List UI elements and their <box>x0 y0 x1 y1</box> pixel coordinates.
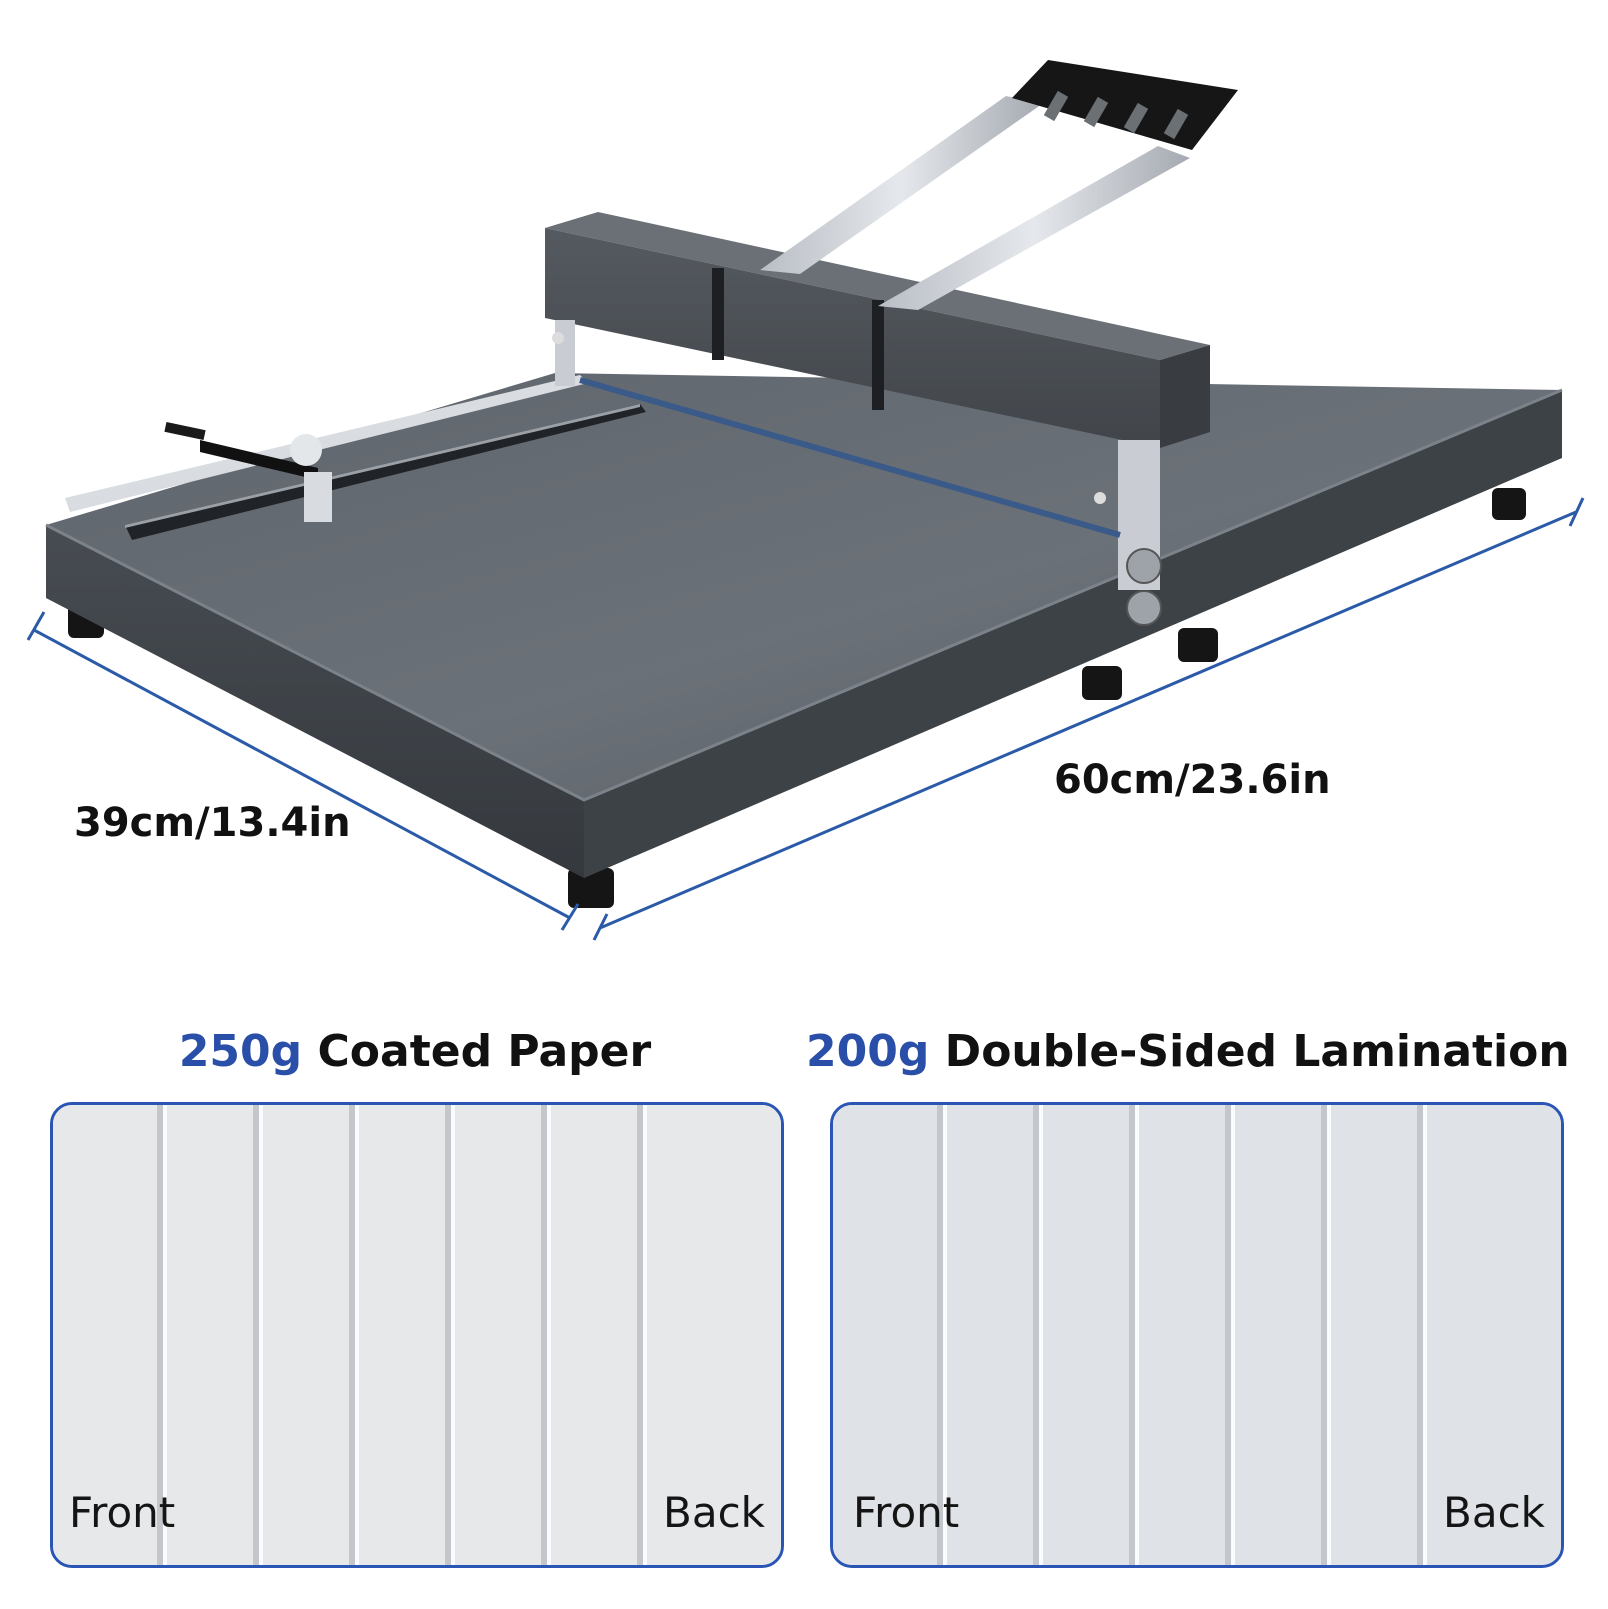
sample-material: Coated Paper <box>317 1026 652 1077</box>
back-label: Back <box>663 1488 765 1537</box>
creased-paper-photo <box>53 1105 781 1565</box>
crease-shadow <box>445 1105 451 1565</box>
crease-line <box>1231 1105 1235 1565</box>
sample-title-2: 200g Double-Sided Lamination <box>806 1022 1570 1082</box>
crease-shadow <box>541 1105 547 1565</box>
creased-laminated-photo <box>833 1105 1561 1565</box>
crease-line <box>943 1105 947 1565</box>
crease-shadow <box>1417 1105 1423 1565</box>
sample-title-1: 250g Coated Paper <box>48 1022 782 1082</box>
side-stop <box>164 421 332 522</box>
machine-base <box>45 373 1563 878</box>
depth-dimension-line <box>26 611 580 931</box>
sample-weight: 200g <box>806 1026 930 1077</box>
depth-dimension-label: 39cm/13.4in <box>74 800 351 846</box>
crease-line <box>1423 1105 1427 1565</box>
front-label: Front <box>853 1488 960 1537</box>
crease-line <box>547 1105 551 1565</box>
crease-shadow <box>637 1105 643 1565</box>
back-label: Back <box>1443 1488 1545 1537</box>
sample-weight: 250g <box>178 1026 303 1077</box>
crease-shadow <box>937 1105 943 1565</box>
width-dimension-label: 60cm/23.6in <box>1054 757 1331 803</box>
crease-shadow <box>157 1105 163 1565</box>
crease-shadow <box>253 1105 259 1565</box>
crease-shadow <box>1321 1105 1327 1565</box>
crease-shadow <box>1033 1105 1039 1565</box>
sample-panel-coated-paper: Front Back <box>50 1102 784 1568</box>
crease-line <box>643 1105 647 1565</box>
machine-feet <box>68 488 1526 908</box>
sample-panel-lamination: Front Back <box>830 1102 1564 1568</box>
crease-line <box>259 1105 263 1565</box>
crease-line <box>1135 1105 1139 1565</box>
creasing-bar <box>545 212 1210 626</box>
width-dimension-line <box>592 497 1585 941</box>
crease-line <box>1327 1105 1331 1565</box>
crease-line <box>1039 1105 1043 1565</box>
crease-shadow <box>349 1105 355 1565</box>
sample-material: Double-Sided Lamination <box>944 1026 1570 1077</box>
front-label: Front <box>69 1488 176 1537</box>
crease-line <box>163 1105 167 1565</box>
lever-handle <box>760 60 1238 310</box>
ruler-guide <box>65 375 646 540</box>
creasing-machine-illustration <box>26 60 1585 941</box>
crease-shadow <box>1129 1105 1135 1565</box>
crease-shadow <box>1225 1105 1231 1565</box>
crease-line <box>451 1105 455 1565</box>
crease-line <box>355 1105 359 1565</box>
